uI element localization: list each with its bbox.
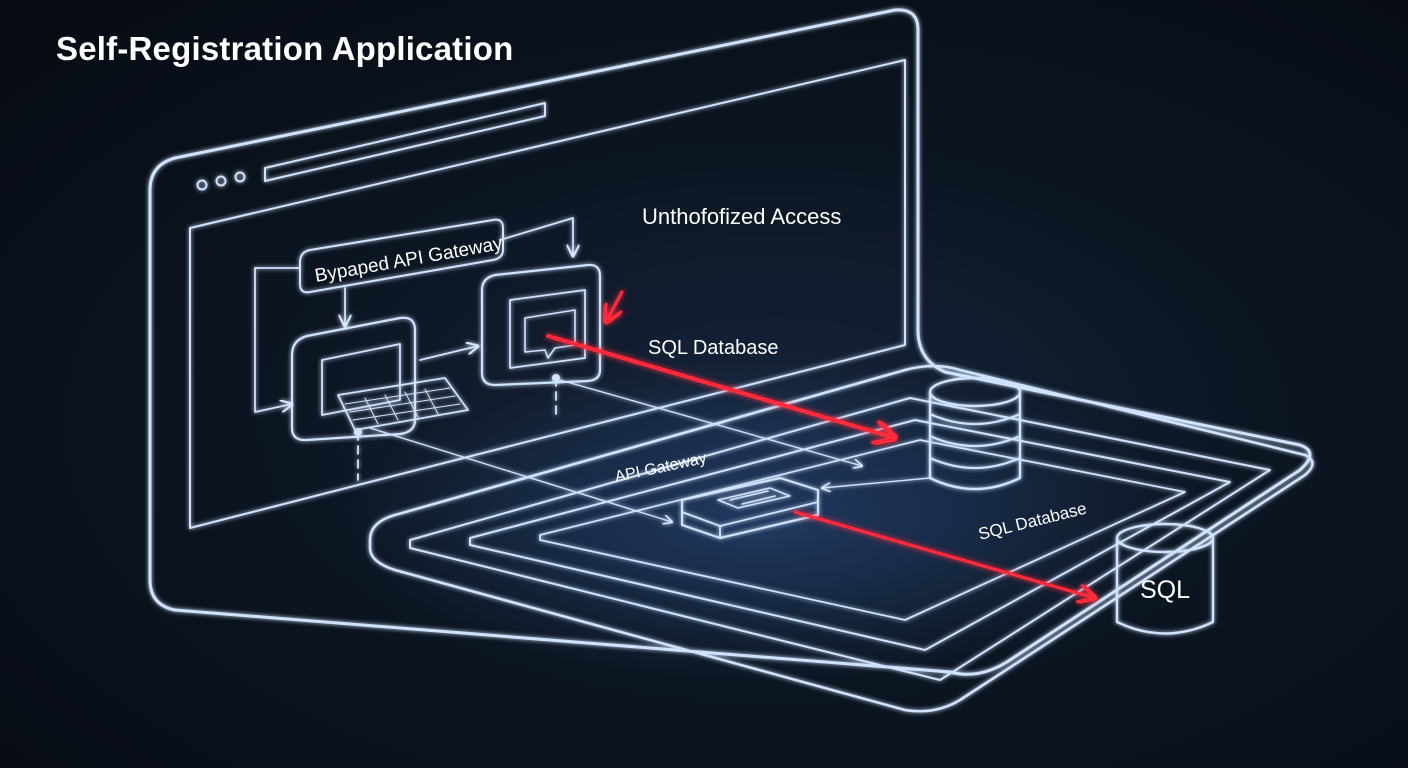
- unauthorized-access-label: Unthofofized Access: [642, 204, 841, 229]
- connector-node-right: [552, 374, 560, 382]
- sql-database-label-top: SQL Database: [648, 337, 778, 359]
- sql-database-stack-icon[interactable]: [928, 376, 1022, 491]
- browser-address-bar[interactable]: [264, 102, 546, 182]
- api-gateway-chip-pattern: [717, 487, 791, 509]
- terminal-keyboard-keys: [344, 387, 461, 425]
- bypass-loop-line: [254, 267, 301, 413]
- gateway-device-screen: [509, 289, 586, 369]
- laptop-inner-screen: [189, 59, 906, 529]
- device-to-device-arrow: [419, 346, 478, 361]
- window-control-dot-1[interactable]: [196, 179, 208, 191]
- flow-line-db-to-gateway: [822, 477, 931, 488]
- gateway-device-speech: [524, 309, 576, 359]
- terminal-screen: [321, 343, 401, 416]
- api-gateway-chip[interactable]: [680, 476, 820, 540]
- laptop-deck-outer: [368, 364, 1314, 713]
- bypassed-gateway-label: Bypaped API Gateway: [313, 233, 504, 287]
- deck-ring-3: [469, 419, 1231, 651]
- laptop-screen-frame: [148, 8, 1312, 676]
- flow-line-device-to-gateway: [559, 379, 862, 466]
- bypass-top-line: [499, 217, 573, 256]
- attack-entry-arrow: [606, 290, 624, 322]
- sql-cylinder-icon[interactable]: [1115, 522, 1215, 635]
- bypassed-gateway-callout: Bypaped API Gateway: [299, 218, 505, 294]
- terminal-keyboard: [337, 377, 469, 431]
- flow-line-terminal-to-gateway: [369, 427, 672, 522]
- api-gateway-chip-layer: [681, 501, 819, 539]
- gateway-device-icon[interactable]: [480, 263, 602, 387]
- window-control-dot-2[interactable]: [215, 175, 227, 187]
- page-title: Self-Registration Application: [56, 30, 514, 67]
- floor-glow: [340, 360, 1180, 680]
- connector-node-left: [354, 428, 362, 436]
- deck-ring-2: [409, 397, 1271, 681]
- window-control-dot-3[interactable]: [234, 171, 246, 183]
- sql-cylinder-label: SQL: [1140, 576, 1190, 604]
- terminal-device-icon[interactable]: [290, 316, 417, 442]
- attack-arrow-to-database: [546, 334, 895, 438]
- attack-arrow-to-sql: [793, 510, 1095, 598]
- deck-ring-4: [539, 439, 1186, 621]
